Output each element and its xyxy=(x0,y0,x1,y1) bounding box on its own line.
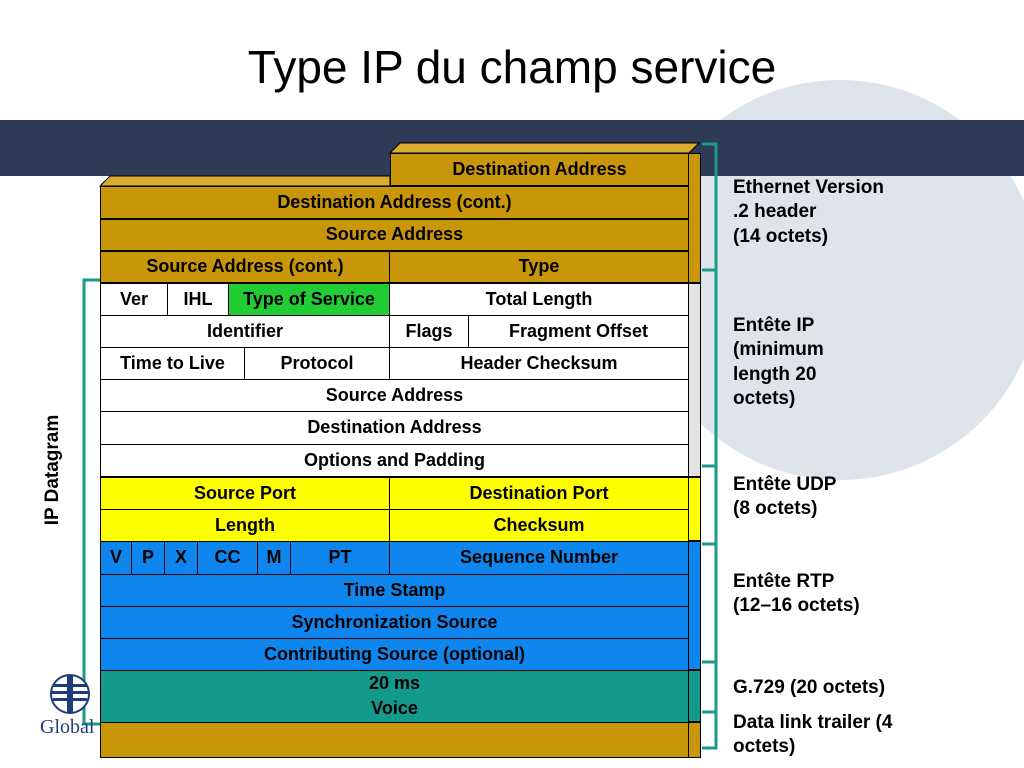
eth-destination-address: Destination Address xyxy=(390,153,689,186)
logo-text: Global xyxy=(40,716,95,738)
rtp-p: P xyxy=(131,541,165,575)
voice-payload: 20 ms Voice xyxy=(100,670,689,723)
bracket-rtp xyxy=(702,542,718,664)
ip-protocol: Protocol xyxy=(244,347,390,380)
rtp-contributing-source: Contributing Source (optional) xyxy=(100,638,689,671)
globe-logo-icon xyxy=(50,674,90,714)
ip-total-length: Total Length xyxy=(389,283,689,316)
side-strip-ethernet xyxy=(689,153,701,283)
ip-flags: Flags xyxy=(389,315,469,348)
label-trailer: Data link trailer (4 octets) xyxy=(733,712,893,758)
ip-datagram-label: IP Datagram xyxy=(42,414,63,526)
rtp-v: V xyxy=(100,541,132,575)
ip-header-checksum: Header Checksum xyxy=(389,347,689,380)
label-ip: Entête IP (minimum length 20 octets) xyxy=(733,315,824,409)
bracket-ethernet xyxy=(702,142,718,272)
eth-source-address-cont: Source Address (cont.) xyxy=(100,251,390,283)
page-title: Type IP du champ service xyxy=(247,41,777,93)
side-strip-rtp xyxy=(689,541,701,670)
udp-checksum: Checksum xyxy=(389,509,689,542)
ip-datagram-bracket xyxy=(82,278,100,726)
rtp-sequence-number: Sequence Number xyxy=(389,541,689,575)
rtp-cc: CC xyxy=(197,541,258,575)
data-link-trailer xyxy=(100,722,689,758)
rtp-pt: PT xyxy=(290,541,390,575)
ip-ihl: IHL xyxy=(167,283,229,316)
eth-source-address: Source Address xyxy=(100,219,689,251)
side-strip-udp xyxy=(689,477,701,541)
ip-destination-address: Destination Address xyxy=(100,411,689,445)
ip-identifier: Identifier xyxy=(100,315,390,348)
label-ethernet: Ethernet Version .2 header (14 octets) xyxy=(733,177,884,247)
side-strip-ip xyxy=(689,283,701,477)
label-rtp: Entête RTP (12–16 octets) xyxy=(733,571,860,617)
voice-payload-line2: Voice xyxy=(371,698,418,718)
ip-fragment-offset: Fragment Offset xyxy=(468,315,689,348)
side-strip-voice xyxy=(689,670,701,722)
ip-type-of-service: Type of Service xyxy=(228,283,390,316)
rtp-m: M xyxy=(257,541,291,575)
udp-length: Length xyxy=(100,509,390,542)
udp-source-port: Source Port xyxy=(100,477,390,510)
bracket-udp xyxy=(702,464,718,546)
top-edge-dest xyxy=(388,142,701,154)
voice-payload-line1: 20 ms xyxy=(368,673,421,694)
ip-source-address: Source Address xyxy=(100,379,689,412)
side-strip-trailer xyxy=(689,722,701,758)
label-g729: G.729 (20 octets) xyxy=(733,677,886,698)
udp-destination-port: Destination Port xyxy=(389,477,689,510)
bracket-g729 xyxy=(702,660,718,714)
rtp-x: X xyxy=(164,541,198,575)
ip-options-and-padding: Options and Padding xyxy=(100,444,689,477)
label-udp: Entête UDP (8 octets) xyxy=(733,474,837,520)
rtp-time-stamp: Time Stamp xyxy=(100,574,689,607)
eth-type: Type xyxy=(389,251,689,283)
top-edge-frame xyxy=(98,175,391,187)
ip-time-to-live: Time to Live xyxy=(100,347,245,380)
bracket-trailer xyxy=(702,710,718,750)
bracket-ip xyxy=(702,268,718,468)
rtp-synchronization-source: Synchronization Source xyxy=(100,606,689,639)
eth-destination-address-cont: Destination Address (cont.) xyxy=(100,186,689,219)
ip-ver: Ver xyxy=(100,283,168,316)
